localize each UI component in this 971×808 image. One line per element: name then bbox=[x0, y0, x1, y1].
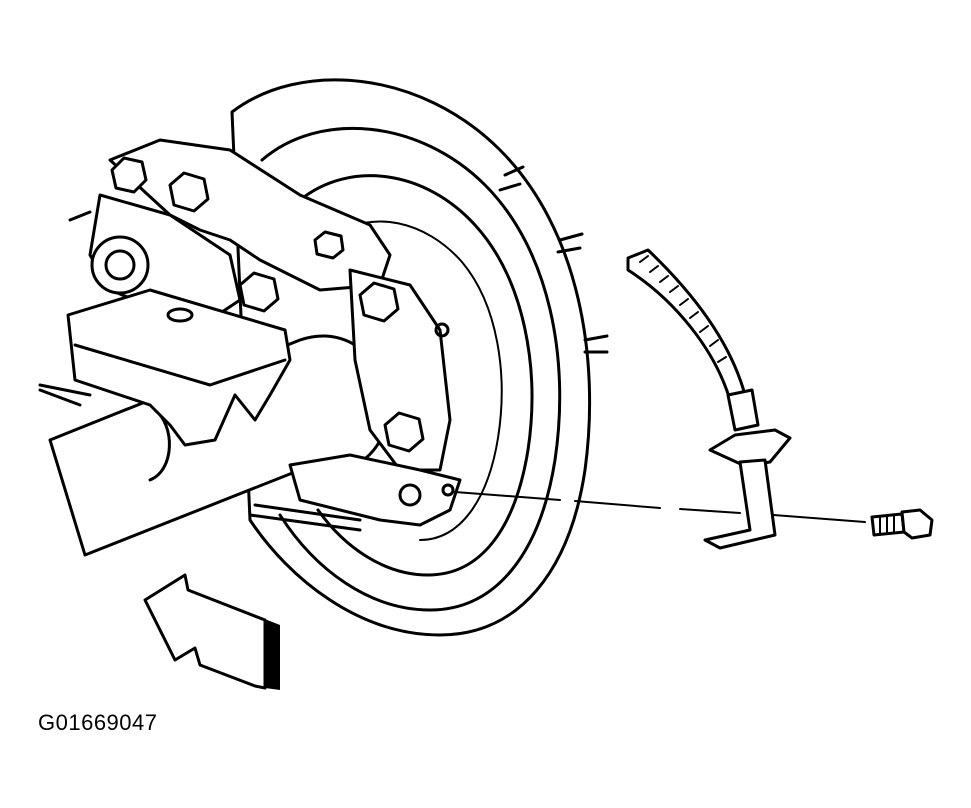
view-direction-arrow bbox=[143, 573, 280, 690]
sensor-mount bbox=[248, 453, 462, 532]
alignment-line bbox=[454, 491, 866, 523]
axle-bracket bbox=[66, 288, 292, 447]
backing-plate bbox=[348, 268, 452, 472]
brake-caliper bbox=[68, 138, 392, 322]
sensor-bolt bbox=[870, 508, 934, 540]
figure-id-label: G01669047 bbox=[38, 710, 158, 735]
wheel-speed-sensor bbox=[626, 248, 792, 550]
